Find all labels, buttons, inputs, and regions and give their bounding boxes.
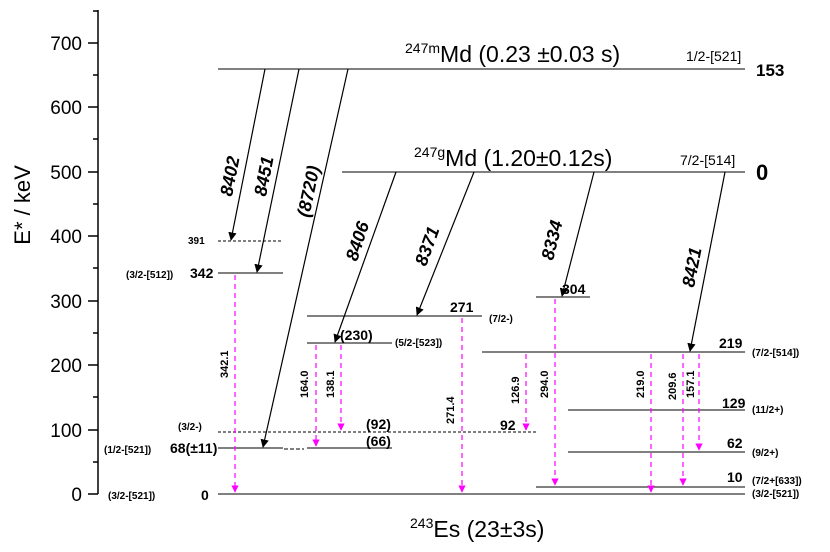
y-tick-label: 500	[50, 163, 82, 184]
alpha-8371-arrow	[415, 171, 475, 316]
ground-title: 247gMd (1.20±0.12s)	[414, 144, 612, 171]
level-68-spin: (1/2-[521])	[104, 445, 151, 456]
alpha-8402-label: 8402	[216, 155, 243, 198]
level-271-spin: (7/2-)	[489, 314, 513, 325]
level-271-energy: 271	[450, 299, 474, 315]
isomer-mass: 247m	[405, 40, 440, 56]
isomer-level: 247mMd (0.23 ±0.03 s) 1/2-[521] 153	[218, 40, 784, 80]
level-230-spin: (5/2-[523])	[395, 338, 442, 349]
gamma-138-label: 138.1	[325, 370, 337, 398]
y-tick-label: 200	[50, 356, 82, 377]
isomer-energy: 153	[756, 61, 784, 80]
y-tick-label: 300	[50, 292, 82, 313]
level-342-energy: 342	[190, 265, 214, 281]
level-219-spin: (7/2-[514])	[752, 348, 799, 359]
level-219-energy: 219	[719, 335, 743, 351]
level-66-energy: (66)	[366, 433, 391, 449]
ground-level: 247gMd (1.20±0.12s) 7/2-[514] 0	[342, 144, 768, 185]
level-0-energy: 0	[201, 487, 209, 503]
gamma-209-label: 209.6	[667, 372, 679, 400]
level-342-spin: (3/2-[512])	[126, 270, 173, 281]
ground-mass: 247g	[414, 144, 445, 160]
alpha-8406-label: 8406	[342, 218, 374, 263]
y-tick-label: 400	[50, 227, 82, 248]
ground-element: Md	[445, 145, 477, 171]
alpha-8406-arrow	[333, 171, 397, 343]
level-230-energy: (230)	[340, 327, 373, 343]
y-tick-label: 100	[50, 421, 82, 442]
daughter-halflife: (23±3s)	[467, 516, 545, 542]
gamma-294-label: 294.0	[539, 370, 551, 398]
daughter-levels	[218, 240, 745, 495]
level-0-spin: (3/2-[521])	[108, 491, 155, 502]
gamma-271-label: 271.4	[445, 396, 457, 424]
alpha-8421-arrow	[687, 171, 726, 352]
level-62-energy: 62	[727, 435, 743, 451]
y-tick-label: 700	[50, 34, 82, 55]
gamma-164-label: 164.0	[299, 370, 311, 398]
gamma-127-label: 126.9	[510, 376, 522, 404]
alpha-arrows	[228, 68, 726, 448]
isomer-title: 247mMd (0.23 ±0.03 s)	[405, 40, 620, 67]
alpha-8402-arrow	[228, 68, 266, 241]
alpha-8451-arrow	[254, 68, 300, 273]
gamma-arrows	[231, 275, 703, 493]
level-92a-spin: (3/2-)	[178, 422, 202, 433]
alpha-8334-arrow	[559, 171, 595, 297]
gamma-219-label: 219.0	[635, 370, 647, 398]
daughter-title: 243Es (23±3s)	[410, 515, 544, 542]
ground-spin: 7/2-[514]	[680, 152, 735, 168]
isomer-element: Md	[440, 41, 472, 67]
y-tick-label: 600	[50, 98, 82, 119]
level-labels: 391 (3/2-[512]) 342 (3/2-) (92) (1/2-[52…	[104, 236, 802, 503]
y-tick-label: 0	[71, 485, 82, 506]
gamma-342-label: 342.1	[219, 350, 231, 378]
level-391-energy: 391	[188, 236, 205, 247]
gamma-labels: 342.1 164.0 138.1 271.4 126.9 294.0 219.…	[219, 350, 697, 424]
y-axis-title: E* / keV	[10, 165, 35, 245]
level-92a-energy: (92)	[366, 416, 391, 432]
level-10-energy: 10	[727, 469, 743, 485]
alpha-8421-label: 8421	[678, 246, 705, 289]
level-129-spin: (11/2+)	[752, 405, 783, 416]
level-92b-energy: 92	[500, 417, 516, 433]
level-10-spin: (7/2+[633])	[752, 476, 802, 487]
alpha-8720-arrow	[260, 68, 349, 448]
y-axis: 0 100 200 300 400 500 600 700 E* / keV	[10, 10, 99, 506]
level-62-spin: (9/2+)	[752, 448, 778, 459]
level-68-energy: 68(±11)	[170, 440, 217, 456]
level-0r-spin: (3/2-[521])	[752, 489, 799, 500]
alpha-8720-label: (8720)	[293, 164, 323, 219]
daughter-mass: 243	[410, 515, 434, 531]
ground-energy: 0	[756, 160, 768, 185]
ground-halflife: (1.20±0.12s)	[484, 145, 613, 171]
gamma-157-label: 157.1	[685, 370, 697, 398]
daughter-element: Es	[433, 516, 460, 542]
isomer-spin: 1/2-[521]	[686, 48, 741, 64]
alpha-8334-label: 8334	[537, 218, 566, 262]
alpha-labels: 8402 8451 (8720) 8406 8371 8334 8421	[216, 155, 705, 289]
level-129-energy: 129	[722, 395, 746, 411]
isomer-halflife: (0.23 ±0.03 s)	[478, 41, 620, 67]
